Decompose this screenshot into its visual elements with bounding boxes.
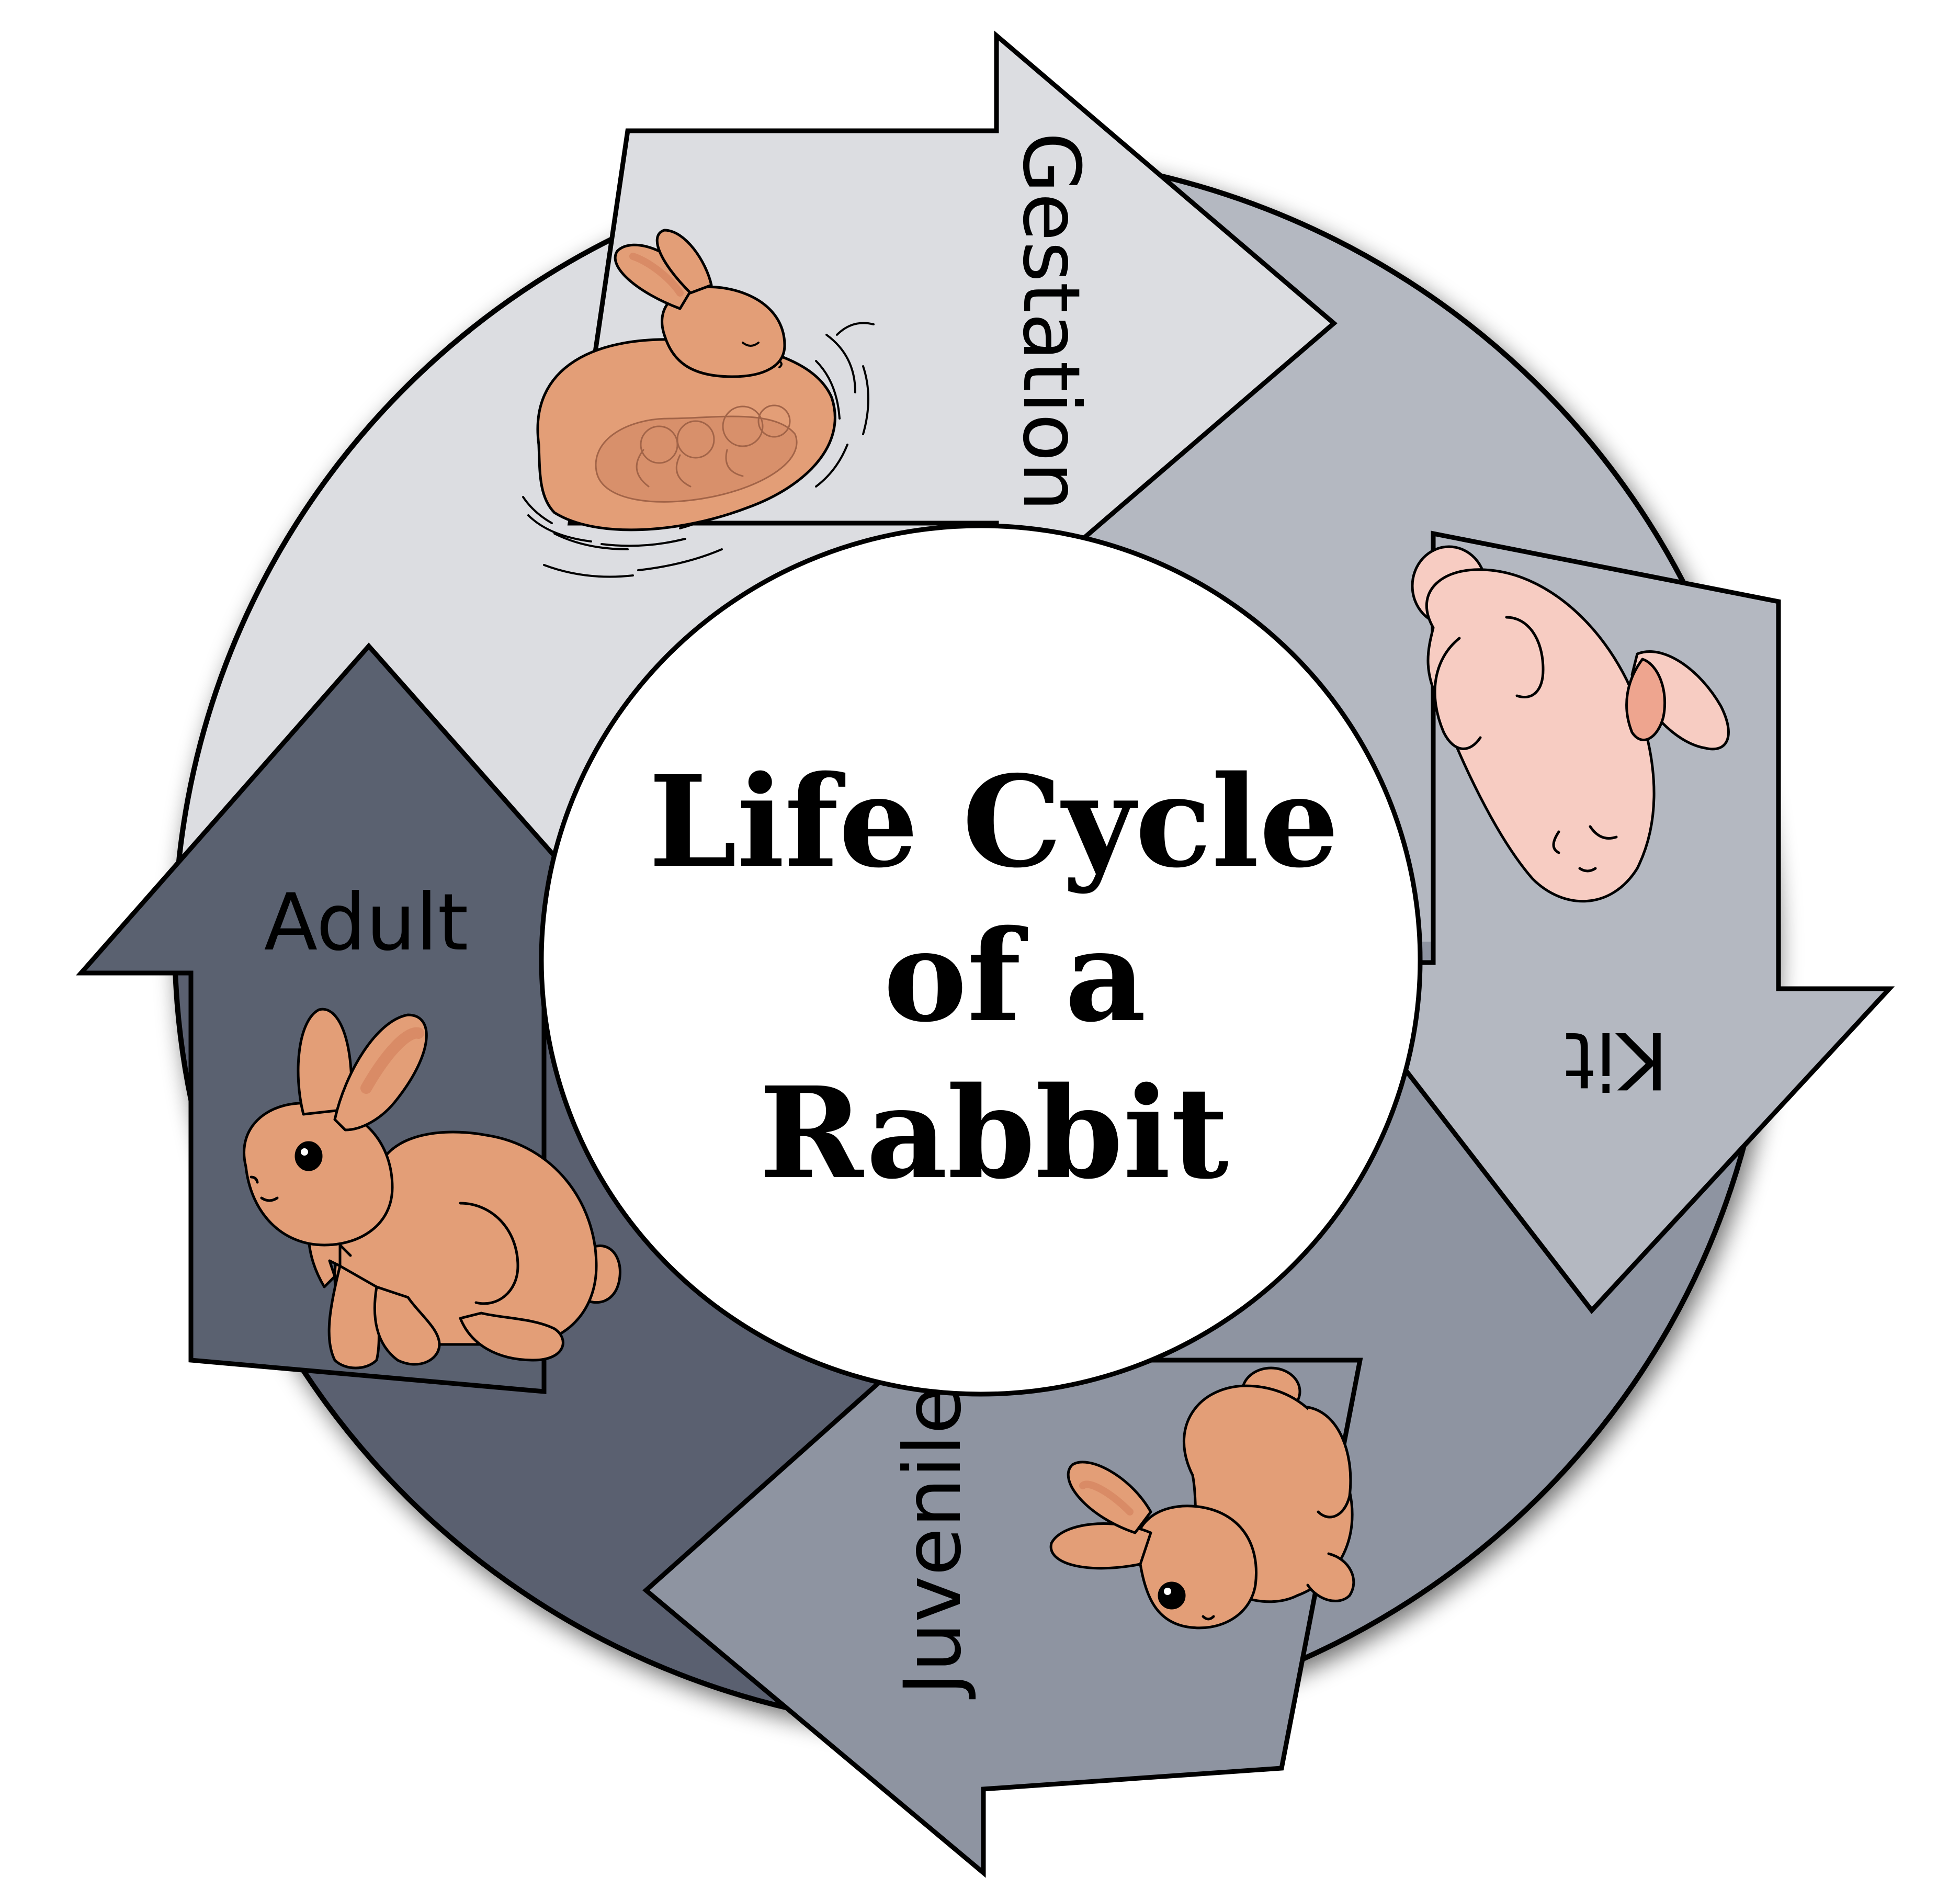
title-line-2: of a — [883, 902, 1146, 1050]
juvenile-rabbit-illustration — [1049, 1366, 1355, 1630]
title-line-1: Life Cycle — [649, 748, 1339, 896]
title-line-3: Rabbit — [759, 1059, 1229, 1207]
stage-label-juvenile: Juvenile — [888, 1386, 979, 1699]
diagram-title: Life Cycle of a Rabbit — [649, 748, 1339, 1207]
center-circle — [539, 523, 1423, 1397]
kit-rabbit-illustration — [1411, 545, 1730, 903]
adult-rabbit-illustration — [243, 1008, 621, 1370]
pregnant-rabbit-illustration — [522, 229, 875, 578]
stage-label-kit: Kit — [1565, 1014, 1669, 1105]
stage-label-adult: Adult — [264, 877, 469, 968]
stage-label-gestation: Gestation — [1005, 132, 1096, 512]
